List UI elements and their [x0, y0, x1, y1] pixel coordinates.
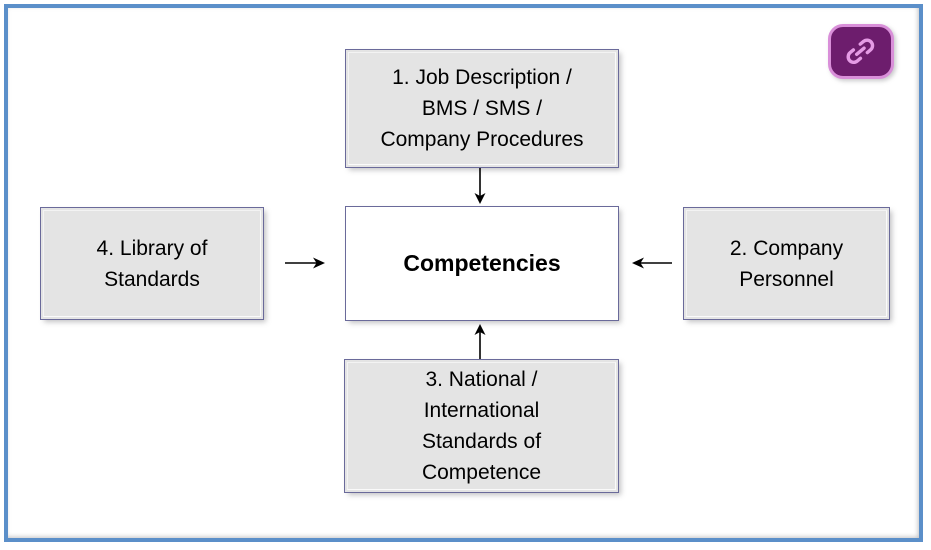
- arrow-bottom-to-center: [465, 322, 495, 360]
- arrow-right-to-center: [630, 248, 672, 278]
- link-icon: [846, 37, 875, 64]
- node-national-international-standards[interactable]: 3. National / International Standards of…: [344, 359, 619, 493]
- node-label: 4. Library of Standards: [96, 236, 208, 291]
- node-competencies[interactable]: Competencies: [345, 206, 619, 321]
- node-label: 2. Company Personnel: [729, 236, 844, 291]
- node-label: 1. Job Description / BMS / SMS / Company…: [380, 66, 584, 151]
- node-label: 3. National / International Standards of…: [421, 368, 542, 484]
- node-library-of-standards[interactable]: 4. Library of Standards: [40, 207, 264, 320]
- node-job-description[interactable]: 1. Job Description / BMS / SMS / Company…: [345, 49, 619, 168]
- node-company-personnel[interactable]: 2. Company Personnel: [683, 207, 890, 320]
- link-icon-badge[interactable]: [828, 24, 894, 79]
- arrow-top-to-center: [465, 168, 495, 206]
- arrow-left-to-center: [285, 248, 327, 278]
- node-label: Competencies: [403, 250, 561, 276]
